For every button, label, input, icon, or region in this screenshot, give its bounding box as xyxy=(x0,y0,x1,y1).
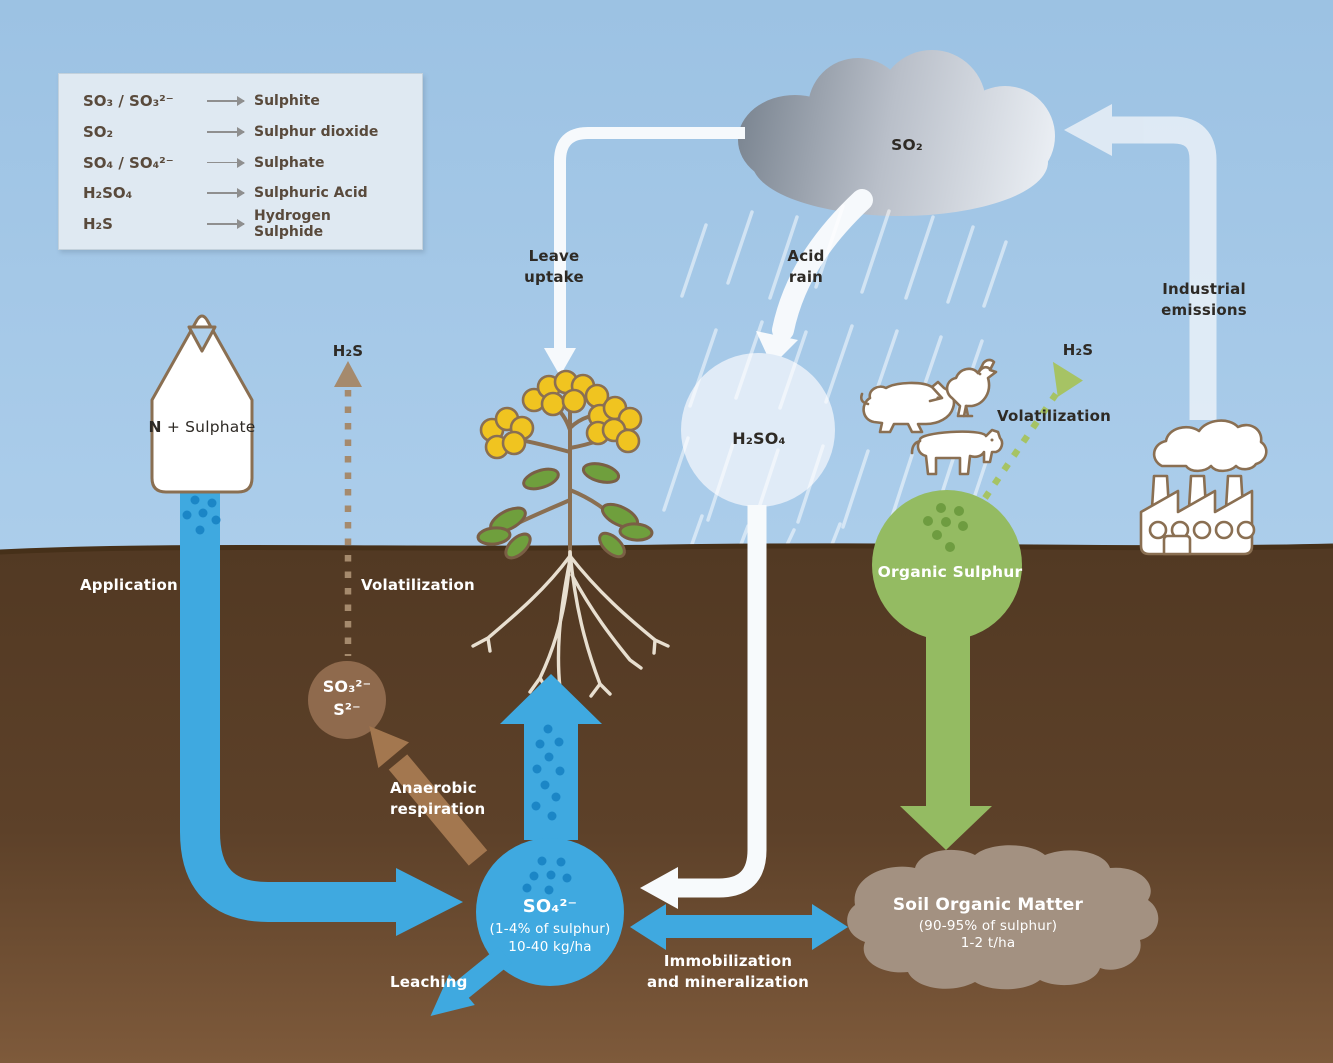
volatilization-left-arrow xyxy=(334,361,362,656)
legend-name: Sulphuric Acid xyxy=(254,185,368,202)
h2s-left-label: H₂S xyxy=(332,342,364,360)
legend-formula: SO₄ / SO₄²⁻ xyxy=(83,153,174,172)
bag-label: N + Sulphate xyxy=(149,416,256,438)
plant-flowers xyxy=(479,369,643,460)
fertilizer-bag-icon xyxy=(150,314,254,494)
leave-uptake-arrow xyxy=(544,127,745,376)
legend-box: SO₃ / SO₃²⁻ Sulphite SO₂ Sulphur dioxide… xyxy=(58,73,423,250)
legend-formula: SO₃ / SO₃²⁻ xyxy=(83,92,174,110)
plant-icon xyxy=(471,369,670,702)
industrial-emissions-arrow xyxy=(1064,104,1217,420)
acid-rain-label: Acid rain xyxy=(787,247,825,287)
s2-node-label: S²⁻ xyxy=(333,700,361,719)
industrial-emissions-label: Industrial emissions xyxy=(1161,280,1247,320)
application-label: Application xyxy=(80,576,178,594)
so4-detail1-label: (1-4% of sulphur) xyxy=(489,921,611,937)
legend-arrow-icon xyxy=(207,96,245,105)
legend-row: H₂SO₄ Sulphuric Acid xyxy=(83,178,404,208)
acid-rain-arrow xyxy=(756,189,873,366)
legend-arrow-icon xyxy=(207,127,245,136)
volatilization-right-label: Volatilization xyxy=(997,407,1111,425)
chicken-icon xyxy=(945,358,998,418)
organic-sulphur-to-som-arrow xyxy=(900,632,992,850)
legend-row: SO₂ Sulphur dioxide xyxy=(83,117,404,147)
immobilization-arrow xyxy=(630,904,848,950)
leaching-arrow xyxy=(430,946,512,1016)
legend-name: Hydrogen Sulphide xyxy=(254,208,331,240)
legend-formula: H₂S xyxy=(83,215,113,233)
cloud-so2-label: SO₂ xyxy=(891,136,923,154)
application-arrow xyxy=(180,480,463,936)
legend-formula: H₂SO₄ xyxy=(83,184,133,203)
bag-label-rest: + Sulphate xyxy=(161,418,256,436)
h2so4-to-so4-arrow xyxy=(640,505,767,909)
pig-icon xyxy=(859,380,956,434)
root-uptake-arrow xyxy=(500,674,602,840)
legend-name: Sulphite xyxy=(254,93,320,109)
leaching-label: Leaching xyxy=(390,973,468,991)
anaerobic-respiration-label: Anaerobic respiration xyxy=(390,779,486,819)
anaerobic-respiration-arrow xyxy=(369,726,488,866)
factory-smoke-icon xyxy=(1152,419,1268,473)
so4-node-label: SO₄²⁻ xyxy=(522,896,578,917)
organic-sulphur-label: Organic Sulphur xyxy=(877,563,1023,581)
som-title-label: Soil Organic Matter xyxy=(892,895,1084,915)
h2so4-node xyxy=(681,353,835,507)
so3-s-node xyxy=(308,661,386,739)
organic-sulphur-node xyxy=(872,490,1022,640)
legend-name: Sulphur dioxide xyxy=(254,123,379,140)
legend-formula: SO₂ xyxy=(83,122,114,141)
som-detail1-label: (90-95% of sulphur) xyxy=(918,918,1058,934)
soil-organic-matter-node xyxy=(847,845,1159,990)
immobilization-label: Immobilization and mineralization xyxy=(647,952,809,992)
so4-node xyxy=(476,838,624,986)
legend-row: SO₄ / SO₄²⁻ Sulphate xyxy=(83,148,404,178)
volatilization-left-label: Volatilization xyxy=(361,576,475,594)
legend-arrow-icon xyxy=(207,189,245,198)
legend-row: SO₃ / SO₃²⁻ Sulphite xyxy=(83,86,404,116)
so3-node-label: SO₃²⁻ xyxy=(322,677,372,696)
h2s-right-label: H₂S xyxy=(1062,341,1094,359)
factory-icon xyxy=(1139,474,1256,556)
so2-cloud xyxy=(738,50,1055,216)
plant-leaves xyxy=(476,462,654,560)
legend-arrow-icon xyxy=(207,158,245,167)
volatilization-right-arrow xyxy=(982,361,1083,500)
leave-uptake-label: Leave uptake xyxy=(524,247,584,287)
bag-label-n: N xyxy=(148,418,162,436)
h2so4-label: H₂SO₄ xyxy=(732,429,786,448)
legend-arrow-icon xyxy=(207,219,245,228)
som-detail2-label: 1-2 t/ha xyxy=(960,935,1016,951)
cow-icon xyxy=(910,428,1004,476)
legend-row: H₂S Hydrogen Sulphide xyxy=(83,208,404,240)
so4-detail2-label: 10-40 kg/ha xyxy=(508,939,592,955)
legend-name: Sulphate xyxy=(254,154,325,171)
